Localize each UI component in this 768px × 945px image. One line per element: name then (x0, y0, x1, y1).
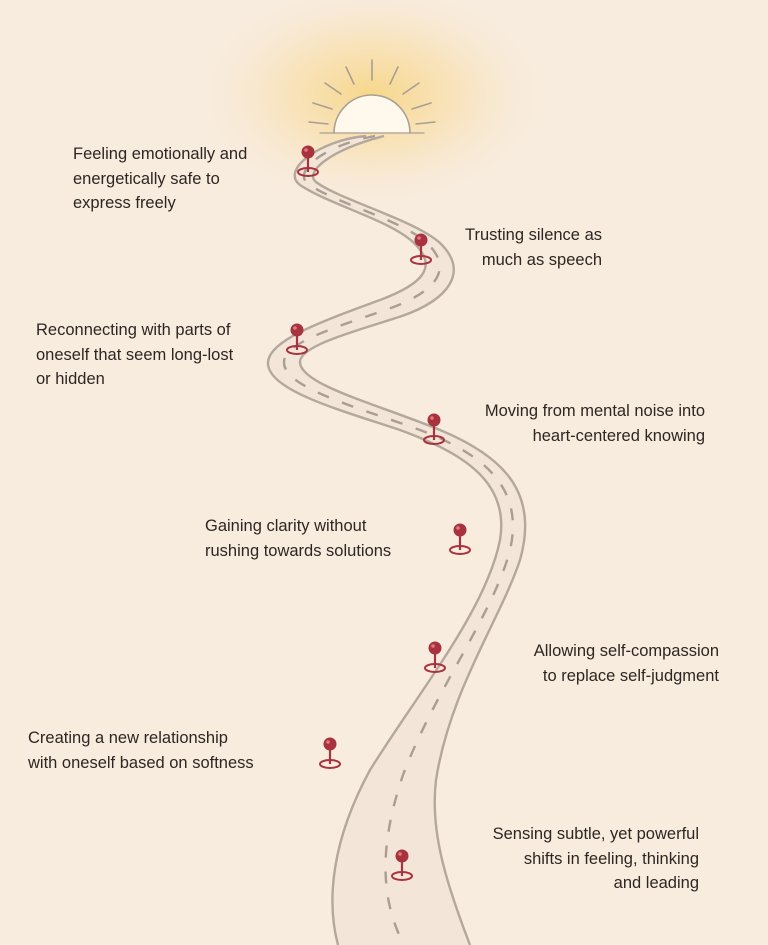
milestone-8-line-1: Sensing subtle, yet powerful (492, 825, 699, 843)
milestone-2-label: Trusting silence as much as speech (465, 223, 602, 272)
milestone-7-label: Creating a new relationship with oneself… (28, 726, 254, 775)
road-edge-right (298, 134, 527, 945)
milestone-4-line-2: heart-centered knowing (532, 426, 705, 445)
milestone-3-line-3: or hidden (36, 370, 105, 388)
map-pin-icon (286, 323, 308, 355)
sun-icon (308, 59, 436, 134)
milestone-1-label: Feeling emotionally and energetically sa… (73, 142, 247, 216)
map-pin-icon (449, 523, 471, 555)
milestone-6-line-2: to replace self-judgment (542, 666, 719, 685)
milestone-4-label: Moving from mental noise into heart-cent… (485, 399, 705, 448)
map-pin-icon (410, 233, 432, 265)
milestone-1-line-1: Feeling emotionally and (73, 145, 248, 163)
milestone-3-label: Reconnecting with parts of oneself that … (36, 318, 233, 392)
map-pin-icon (319, 737, 341, 769)
winding-road (266, 134, 527, 945)
map-pin-icon (391, 849, 413, 881)
milestone-8-label: Sensing subtle, yet powerful shifts in f… (493, 822, 699, 896)
milestone-7-line-2: with oneself based on softness (28, 753, 254, 772)
road-centerline (282, 134, 515, 945)
milestone-6-label: Allowing self-compassion to replace self… (534, 639, 719, 688)
milestone-1-line-3: express freely (73, 194, 176, 212)
milestone-6-line-1: Allowing self-compassion (533, 642, 719, 660)
milestone-5-label: Gaining clarity without rushing towards … (205, 514, 391, 563)
pin-layer (286, 145, 471, 881)
milestone-5-line-2: rushing towards solutions (205, 541, 392, 560)
map-pin-icon (297, 145, 319, 177)
milestone-8-line-3: and leading (613, 874, 699, 892)
road-edge-left (266, 134, 503, 945)
map-pin-icon (424, 641, 446, 673)
map-pin-icon (423, 413, 445, 445)
milestone-2-line-1: Trusting silence as (465, 226, 602, 244)
milestone-8-line-2: shifts in feeling, thinking (523, 849, 699, 868)
milestone-7-line-1: Creating a new relationship (28, 729, 228, 747)
milestone-4-line-1: Moving from mental noise into (484, 402, 705, 420)
milestone-3-line-2: oneself that seem long-lost (36, 345, 234, 364)
milestone-1-line-2: energetically safe to (73, 169, 220, 188)
milestone-5-line-1: Gaining clarity without (205, 517, 367, 535)
milestone-3-line-1: Reconnecting with parts of (36, 321, 231, 339)
milestone-2-line-2: much as speech (481, 250, 602, 269)
